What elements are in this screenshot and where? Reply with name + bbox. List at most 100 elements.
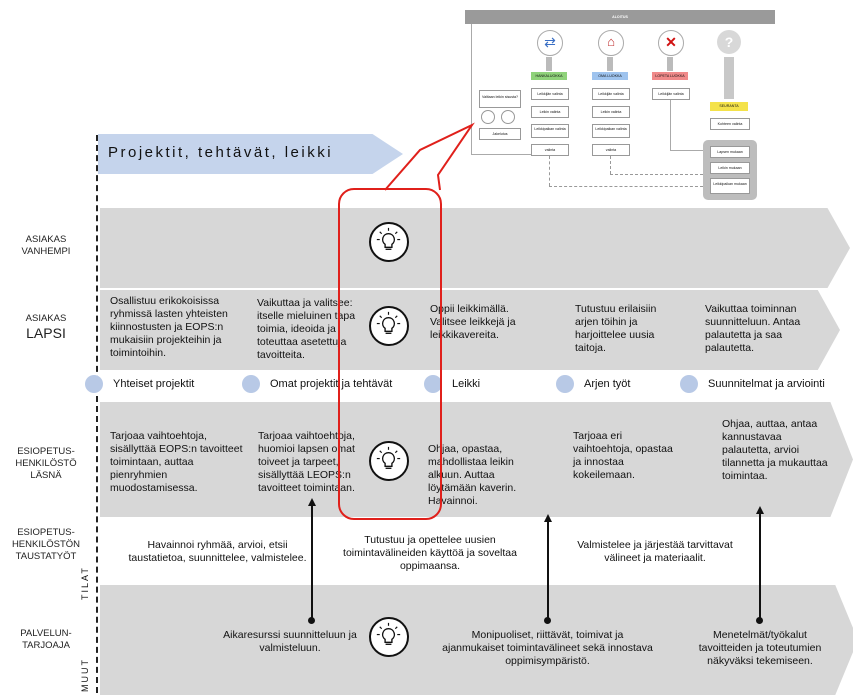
category-dot	[680, 375, 698, 393]
flow-small-label: Jakelutus	[492, 132, 508, 136]
lasna-cell-3: Ohjaa, opastaa, mahdollistaa leikin alku…	[428, 443, 517, 507]
title-band	[98, 134, 403, 174]
flow-box-yellow-label: SEURANTA	[719, 104, 739, 108]
category-leikki: Leikki	[424, 375, 480, 393]
category-label: Arjen työt	[584, 378, 631, 390]
flow-small-label: Leikkijän valinta	[537, 92, 563, 96]
flow-small-label: Leikkipaikan valinta	[595, 127, 627, 131]
connector-arrow-line	[311, 504, 313, 620]
flow-small-label: valinta	[605, 148, 617, 152]
palvelu-cell-2: Monipuoliset, riittävät, toimivat ja aja…	[442, 629, 653, 667]
timeline-axis	[96, 135, 98, 693]
page-title: Projektit, tehtävät, leikki	[108, 144, 334, 161]
flow-small-box: valinta	[531, 144, 569, 156]
lightbulb-icon	[369, 222, 409, 262]
category-label: Leikki	[452, 378, 481, 390]
side-label-muut: MUUT	[80, 658, 90, 692]
category-label: Yhteiset projektit	[113, 378, 195, 390]
flow-small-label: Valitaan leikin sisusta?	[481, 95, 519, 99]
row-label-line: TAUSTATYÖT	[15, 551, 77, 562]
category-arjen-tyot: Arjen työt	[556, 375, 630, 393]
connector-arrow-dot	[544, 617, 551, 624]
flow-small-box: Leikkijän valinta	[531, 88, 569, 100]
gear-icon	[481, 110, 495, 124]
flow-header-bar	[465, 10, 775, 24]
flow-connector	[471, 24, 472, 154]
flow-box-red	[652, 72, 688, 80]
lightbulb-icon	[369, 617, 409, 657]
flow-connector-dashed	[549, 186, 703, 187]
row-label-line: VANHEMPI	[21, 246, 71, 257]
palvelu-cell-1: Aikaresurssi suunnitteluun ja valmistelu…	[223, 629, 357, 654]
category-dot	[85, 375, 103, 393]
row-label-line: ASIAKAS	[25, 234, 67, 245]
flow-box-red-label: LOPETA LUOKKA	[655, 74, 685, 78]
lasna-cell-5: Ohjaa, auttaa, antaa kannustavaa palaute…	[722, 418, 828, 482]
flow-arrow-1	[546, 57, 552, 71]
flow-connector-dashed	[610, 156, 611, 174]
flow-connector	[471, 154, 531, 155]
row-label-line: LÄSNÄ	[30, 470, 62, 481]
row-label-vanhempi: ASIAKAS VANHEMPI	[0, 234, 92, 258]
flow-small-box: Leikkipaikan mukaan	[710, 178, 750, 194]
flow-small-label: Leikin valinta	[600, 110, 622, 114]
category-yhteiset-projektit: Yhteiset projektit	[85, 375, 194, 393]
swap-icon: ⇄	[537, 30, 563, 56]
connector-arrow-line	[759, 512, 761, 620]
flow-small-label: Lapsen mukaan	[717, 150, 743, 154]
lasna-cell-4: Tarjoaa eri vaihtoehtoja, opastaa ja inn…	[573, 430, 673, 481]
flow-small-box: Leikkipaikan valinta	[592, 124, 630, 138]
palvelu-cell-3: Menetelmät/työkalut tavoitteiden ja tote…	[698, 629, 822, 667]
row-label-line: HENKILÖSTÖN	[11, 539, 81, 550]
row-label-line: HENKILÖSTÖ	[15, 458, 77, 469]
lasna-cell-1: Tarjoaa vaihtoehtoja, sisällyttää EOPS:n…	[110, 430, 243, 494]
flow-header: ALOITUS	[612, 15, 628, 19]
tausta-cell-1: Havainnoi ryhmää, arvioi, etsii taustati…	[128, 539, 307, 564]
row-label-tausta: ESIOPETUS- HENKILÖSTÖN TAUSTATYÖT	[0, 527, 92, 563]
lightbulb-icon	[369, 306, 409, 346]
row-label-line: LAPSI	[26, 325, 66, 341]
lapsi-cell-5: Vaikuttaa toiminnan suunnitteluun. Antaa…	[705, 303, 801, 354]
lasna-cell-2: Tarjoaa vaihtoehtoja, huomioi lapsen oma…	[258, 430, 355, 494]
tausta-cell-3: Valmistelee ja järjestää tarvittavat väl…	[577, 539, 733, 564]
flow-small-box: Valitaan leikin sisusta?	[479, 90, 521, 108]
side-label-tilat: TILAT	[80, 566, 90, 600]
band-lapsi	[100, 290, 840, 370]
flow-small-box: Leikkipaikan valinta	[531, 124, 569, 138]
flow-small-box: Leikin valinta	[592, 106, 630, 118]
category-label: Suunnitelmat ja arviointi	[708, 378, 825, 390]
band-vanhempi	[100, 208, 850, 288]
connector-arrow-dot	[756, 617, 763, 624]
flow-small-label: Leikin mukaan	[718, 166, 742, 170]
flow-box-green	[531, 72, 567, 80]
lapsi-cell-2: Vaikuttaa ja valitsee: itselle mieluinen…	[257, 297, 356, 361]
connector-arrow-dot	[308, 617, 315, 624]
category-dot	[242, 375, 260, 393]
home-icon: ⌂	[598, 30, 624, 56]
flow-small-label: Leikkipaikan mukaan	[713, 182, 747, 186]
row-label-lasna: ESIOPETUS- HENKILÖSTÖ LÄSNÄ	[0, 446, 92, 482]
connector-arrow-head	[544, 514, 552, 522]
band-lasna	[100, 402, 853, 517]
connector-arrow-head	[756, 506, 764, 514]
flow-connector-dashed	[549, 156, 550, 186]
flow-box-yellow	[710, 102, 748, 111]
flow-arrow-4	[724, 57, 734, 99]
flowchart-thumbnail: ALOITUS ⇄ ⌂ ✕ ? HANKALUOKKA OMA LUOKKA L…	[465, 10, 775, 200]
category-omat-projektit: Omat projektit ja tehtävät	[242, 375, 392, 393]
flow-small-box: Kohteen valinta	[710, 118, 750, 130]
flow-small-box: Leikin valinta	[531, 106, 569, 118]
question-icon: ?	[717, 30, 741, 54]
row-label-line: ESIOPETUS-	[17, 527, 75, 538]
lapsi-cell-1: Osallistuu erikokoisissa ryhmissä lasten…	[110, 295, 228, 359]
category-dot	[556, 375, 574, 393]
flow-small-box: Lapsen mukaan	[710, 146, 750, 158]
category-dot	[424, 375, 442, 393]
connector-arrow-head	[308, 498, 316, 506]
flow-small-box: Leikin mukaan	[710, 162, 750, 174]
flow-box-blue-label: OMA LUOKKA	[598, 74, 622, 78]
highlight-callout	[338, 188, 442, 520]
flow-small-box: Leikkijän valinta	[592, 88, 630, 100]
band-palvelu	[100, 585, 853, 695]
flow-small-label: Leikkijän valinta	[658, 92, 684, 96]
